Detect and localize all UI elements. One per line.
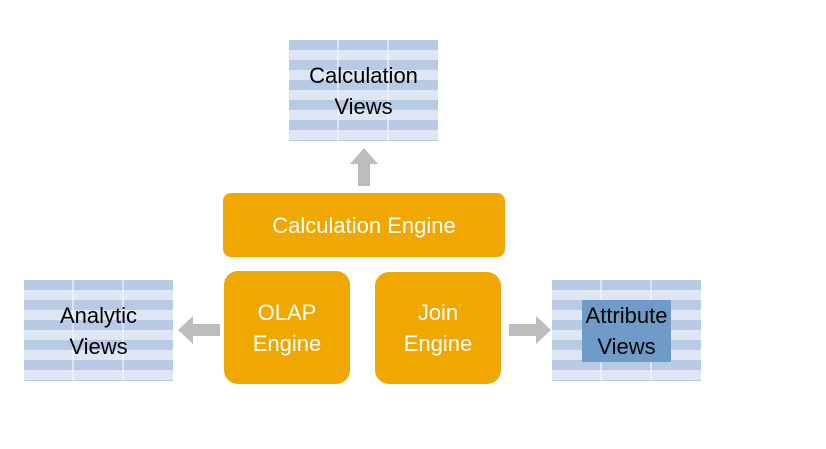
arrow-right-to-attribute-views (509, 316, 551, 344)
olap-engine-box: OLAP Engine (224, 271, 350, 384)
calculation-views-label: Calculation Views (309, 62, 418, 119)
olap-engine-label: OLAP Engine (252, 299, 322, 356)
analytic-views-label: Analytic Views (59, 302, 138, 359)
calculation-views-box: Calculation Views (289, 40, 438, 141)
join-engine-box: Join Engine (375, 272, 501, 384)
calculation-engine-box: Calculation Engine (223, 193, 505, 257)
analytic-views-box: Analytic Views (24, 280, 173, 381)
attribute-views-label: Attribute Views (581, 299, 672, 362)
join-engine-label: Join Engine (403, 300, 473, 356)
arrow-up-to-calculation-views (350, 148, 378, 186)
arrow-left-to-analytic-views (178, 316, 220, 344)
attribute-views-box: Attribute Views (552, 280, 701, 381)
calculation-engine-label: Calculation Engine (272, 212, 456, 238)
